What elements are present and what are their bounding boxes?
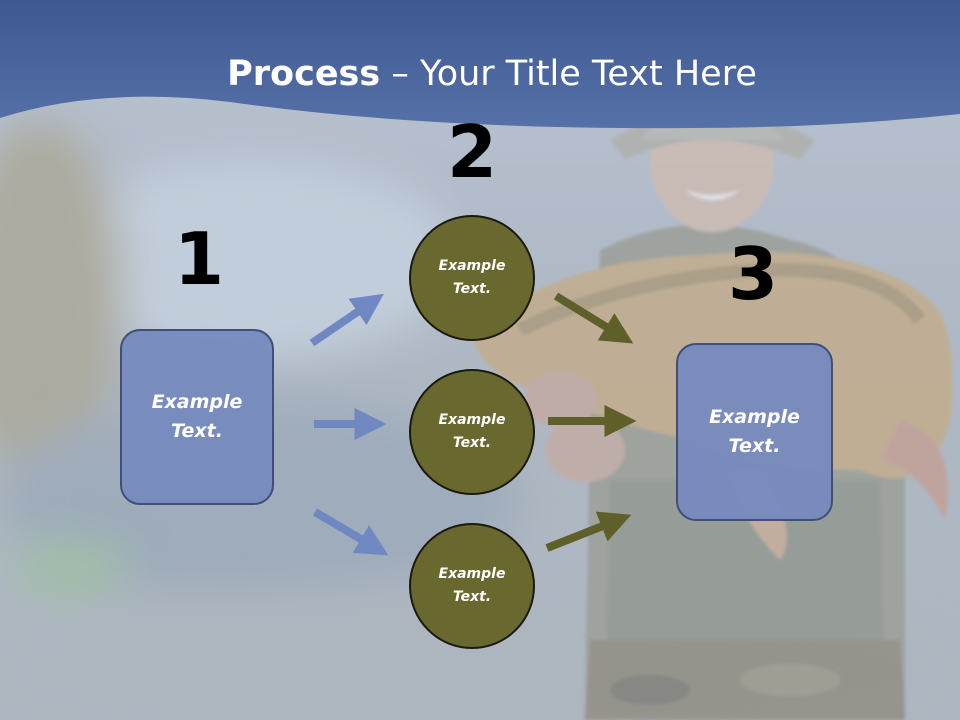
step-1-box: Example Text. — [120, 329, 274, 505]
step-3-text: Example Text. — [709, 406, 800, 457]
step-number-3: 3 — [727, 232, 779, 316]
step-number-2: 2 — [446, 110, 498, 194]
step-2-text-bottom: Example Text. — [438, 566, 506, 605]
step-2-text-middle: Example Text. — [438, 412, 506, 451]
step-2-circle-bottom: Example Text. — [409, 523, 535, 649]
arrow-1-to-2c — [312, 508, 389, 556]
arrow-1-to-2a — [309, 293, 384, 347]
arrow-2c-to-3 — [545, 511, 632, 552]
step-2-text-top: Example Text. — [438, 258, 506, 297]
slide-title: Process – Your Title Text Here — [0, 52, 960, 96]
step-2-circle-middle: Example Text. — [409, 369, 535, 495]
step-2-circle-top: Example Text. — [409, 215, 535, 341]
step-number-1: 1 — [173, 217, 225, 301]
background-photo-blur-grass — [10, 540, 130, 600]
slide-title-rest: – Your Title Text Here — [380, 54, 757, 94]
step-1-text: Example Text. — [151, 391, 243, 442]
step-3-box: Example Text. — [676, 343, 833, 521]
slide-title-bold: Process — [227, 54, 381, 94]
title-band — [0, 0, 960, 129]
arrow-2a-to-3 — [553, 292, 634, 344]
